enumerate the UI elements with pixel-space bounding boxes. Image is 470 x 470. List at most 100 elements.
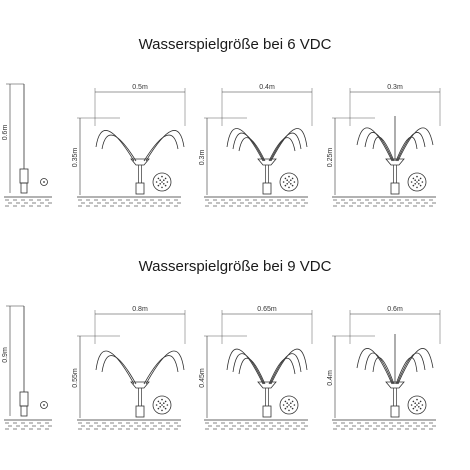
nozzle-head [257, 381, 277, 389]
nozzle-hole [416, 409, 418, 412]
ground-hatch [77, 196, 181, 207]
nozzle-head [257, 158, 277, 166]
water-arc [232, 132, 265, 162]
pole-height-label: 0.6m [2, 125, 9, 141]
nozzle-hole [288, 186, 290, 189]
width-label: 0.65m [257, 306, 277, 313]
water-arc [226, 348, 264, 385]
pump-base [20, 405, 28, 417]
water-arc [143, 355, 179, 385]
nozzle-plate-outline [152, 395, 172, 415]
nozzle-head [130, 381, 150, 389]
width-label: 0.6m [387, 306, 403, 313]
ground-hatch [204, 419, 308, 430]
nozzle-hole [290, 402, 292, 405]
nozzle-hole [418, 406, 420, 408]
water-arc [364, 132, 394, 162]
nozzle-hole [157, 177, 160, 180]
nozzle-hole [291, 177, 294, 180]
pump-body [262, 182, 272, 195]
row-9vdc: 0.9m 0.8m0.55m 0.65m 0.45m 0.6m 0.4m [2, 305, 441, 430]
nozzle-hole [412, 184, 415, 187]
ground-hatch [332, 419, 436, 430]
nozzle-hole [421, 404, 424, 406]
ground-hatch [332, 196, 436, 207]
nozzle-top-icon [40, 178, 48, 186]
nozzle-plate-outline [279, 172, 299, 192]
water-arc [270, 128, 308, 162]
nozzle-plate-outline [279, 395, 299, 415]
nozzle-hole [157, 184, 160, 187]
height-label: 0.25m [327, 148, 334, 168]
nozzle-hole [418, 179, 420, 181]
water-arc [101, 134, 137, 162]
height-label: 0.45m [199, 368, 206, 388]
nozzle-hole [416, 175, 418, 178]
nozzle-hole [416, 404, 418, 406]
nozzle-hole [284, 177, 287, 180]
width-label: 0.4m [259, 84, 275, 91]
nozzle-hole [286, 179, 289, 181]
water-arc [145, 130, 185, 162]
nozzle-hole [282, 181, 285, 183]
nozzle-head [385, 158, 405, 166]
nozzle-plate-icon [279, 172, 299, 192]
water-arc [95, 130, 135, 162]
nozzle-hole [164, 177, 167, 180]
fountain-1: 0.8m0.55m [72, 306, 186, 430]
nozzle-hole [288, 181, 290, 183]
nozzle-hole [155, 181, 158, 183]
pump-body [390, 405, 400, 418]
water-arc [270, 348, 308, 385]
ground-hatch [204, 196, 308, 207]
height-label: 0.4m [327, 370, 334, 386]
pump-body [135, 182, 145, 195]
water-arc [269, 353, 302, 385]
fountain-3: 0.6m 0.4m [327, 306, 441, 430]
nozzle-plate-icon [152, 172, 172, 192]
nozzle-hole [284, 184, 287, 187]
nozzle-hole [161, 186, 163, 189]
nozzle-hole [161, 181, 163, 183]
nozzle-hole [414, 406, 417, 408]
nozzle-hole [163, 402, 165, 405]
water-arc [397, 127, 434, 162]
nozzle-hole [419, 400, 422, 403]
water-arc [232, 353, 265, 385]
nozzle-hole [418, 183, 420, 185]
width-label: 0.8m [132, 306, 148, 313]
ground-hatch [4, 196, 52, 207]
water-arc [372, 136, 395, 162]
nozzle-top-icon [40, 401, 48, 409]
water-arc [238, 357, 266, 385]
water-arc [145, 350, 185, 385]
water-arc [268, 357, 296, 385]
water-arc [268, 137, 296, 162]
nozzle-hole [163, 183, 165, 185]
nozzle-hole [410, 404, 413, 406]
nozzle-hole [161, 404, 163, 406]
nozzle-hole [282, 404, 285, 406]
nozzle-hole [414, 183, 417, 185]
nozzle-hole [286, 183, 289, 185]
nozzle-hole [164, 184, 167, 187]
nozzle-hole [163, 179, 165, 181]
water-arc [364, 352, 394, 385]
nozzle-head [130, 158, 150, 166]
nozzle-hole [418, 402, 420, 405]
nozzle-hole [161, 398, 163, 401]
nozzle-hole [159, 179, 161, 181]
water-arc [226, 128, 264, 162]
nozzle-hole [159, 402, 161, 405]
water-arc [395, 136, 418, 162]
height-label: 0.3m [199, 150, 206, 166]
nozzle-plate-icon [279, 395, 299, 415]
nozzle-hole [412, 400, 415, 403]
water-arc [143, 134, 179, 162]
pump-base [20, 182, 28, 194]
nozzle-hole [159, 406, 161, 408]
pole-unit: 0.9m [2, 305, 52, 430]
ground-hatch [77, 419, 181, 430]
nozzle-hole [164, 400, 167, 403]
nozzle-plate-icon [152, 395, 172, 415]
